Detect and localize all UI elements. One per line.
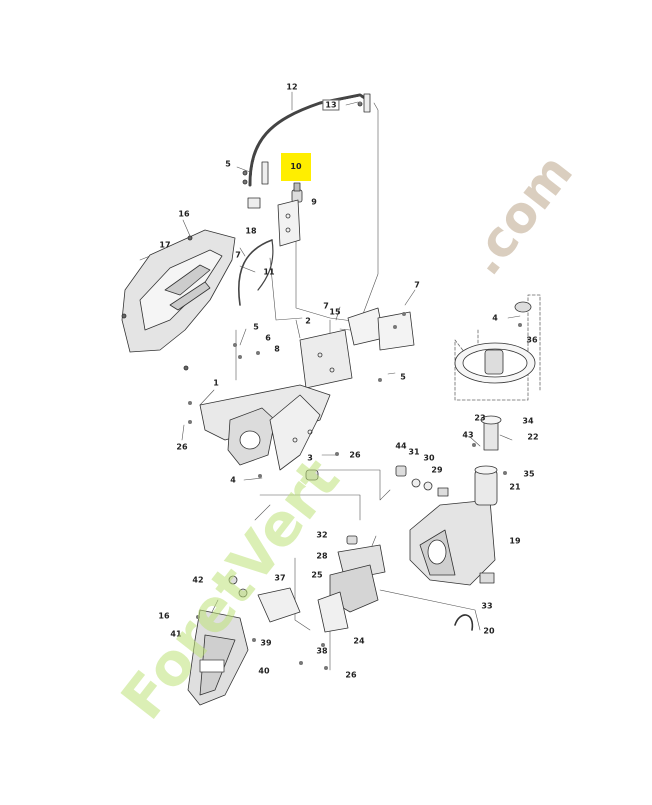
part-label-26: 26 bbox=[345, 670, 357, 680]
part-label-11: 11 bbox=[263, 267, 275, 277]
part-label-5: 5 bbox=[400, 372, 406, 382]
part-label-5: 5 bbox=[225, 159, 231, 169]
part-label-43: 43 bbox=[462, 430, 474, 440]
part-label-38: 38 bbox=[316, 646, 328, 656]
part-label-13: 13 bbox=[322, 99, 340, 111]
part-label-37: 37 bbox=[274, 573, 286, 583]
part-label-7: 7 bbox=[235, 250, 241, 260]
part-label-41: 41 bbox=[170, 629, 182, 639]
part-label-42: 42 bbox=[192, 575, 204, 585]
part-label-26: 26 bbox=[349, 450, 361, 460]
part-label-28: 28 bbox=[316, 551, 328, 561]
part-label-26: 26 bbox=[176, 442, 188, 452]
part-label-30: 30 bbox=[423, 453, 435, 463]
part-label-17: 17 bbox=[159, 240, 171, 250]
part-label-18: 18 bbox=[245, 226, 257, 236]
fasteners bbox=[188, 101, 522, 670]
part-label-6: 6 bbox=[265, 333, 271, 343]
part-label-24: 24 bbox=[353, 636, 365, 646]
part-label-34: 34 bbox=[522, 416, 534, 426]
part-label-35: 35 bbox=[523, 469, 535, 479]
part-label-4: 4 bbox=[230, 475, 236, 485]
part-label-8: 8 bbox=[274, 344, 280, 354]
part-label-16: 16 bbox=[158, 611, 170, 621]
part-label-10: 10 bbox=[281, 153, 311, 181]
part-label-22: 22 bbox=[527, 432, 539, 442]
part-label-20: 20 bbox=[483, 626, 495, 636]
part-label-3: 3 bbox=[307, 453, 313, 463]
part-label-2: 2 bbox=[305, 316, 311, 326]
part-label-4: 4 bbox=[492, 313, 498, 323]
part-label-1: 1 bbox=[213, 378, 219, 388]
part-label-25: 25 bbox=[311, 570, 323, 580]
part-label-44: 44 bbox=[395, 441, 407, 451]
part-label-12: 12 bbox=[286, 82, 298, 92]
part-label-39: 39 bbox=[260, 638, 272, 648]
part-label-15: 15 bbox=[329, 307, 341, 317]
part-label-32: 32 bbox=[316, 530, 328, 540]
part-label-16: 16 bbox=[178, 209, 190, 219]
part-label-23: 23 bbox=[474, 413, 486, 423]
part-label-36: 36 bbox=[526, 335, 538, 345]
part-label-7: 7 bbox=[414, 280, 420, 290]
part-label-40: 40 bbox=[258, 666, 270, 676]
part-label-33: 33 bbox=[481, 601, 493, 611]
part-label-9: 9 bbox=[311, 197, 317, 207]
part-label-31: 31 bbox=[408, 447, 420, 457]
part-label-7: 7 bbox=[323, 301, 329, 311]
part-label-29: 29 bbox=[431, 465, 443, 475]
part-label-5: 5 bbox=[253, 322, 259, 332]
part-label-21: 21 bbox=[509, 482, 521, 492]
part-label-19: 19 bbox=[509, 536, 521, 546]
